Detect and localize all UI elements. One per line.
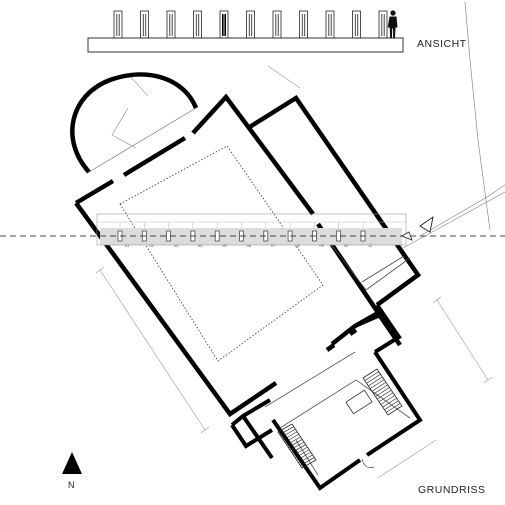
stairs-west bbox=[277, 423, 317, 469]
elevation-view bbox=[87, 10, 404, 53]
stair-step bbox=[300, 457, 315, 466]
stair-step bbox=[281, 428, 296, 438]
elevation-panel bbox=[325, 10, 335, 39]
stairs-east bbox=[362, 368, 403, 416]
panel-number: 10 bbox=[344, 243, 349, 248]
stair-step bbox=[284, 434, 300, 443]
plan-label: GRUNDRISS bbox=[418, 484, 486, 496]
elevation-panel bbox=[140, 10, 149, 39]
stair-step bbox=[382, 397, 397, 408]
stair-step bbox=[384, 400, 399, 410]
stair-step bbox=[282, 431, 298, 440]
site-lines bbox=[402, 1, 505, 249]
stair-step bbox=[298, 454, 313, 464]
band-panel bbox=[214, 222, 220, 242]
apse-wall bbox=[70, 72, 199, 174]
person-figure-icon bbox=[387, 10, 398, 39]
door-swing bbox=[361, 458, 375, 468]
band-panel bbox=[166, 222, 171, 242]
band-panel bbox=[263, 222, 269, 242]
elevation-base bbox=[87, 37, 404, 53]
stair-step bbox=[373, 384, 388, 395]
floor-plan bbox=[70, 72, 423, 491]
stair-step bbox=[294, 449, 310, 458]
elevation-panel bbox=[166, 10, 176, 39]
elevation-panel bbox=[219, 10, 229, 39]
band-panel bbox=[360, 222, 366, 242]
stair-step bbox=[286, 436, 301, 446]
east-wing-wall bbox=[246, 94, 422, 307]
stair-step bbox=[380, 395, 396, 405]
band-panel bbox=[141, 222, 147, 242]
band-panel bbox=[239, 222, 244, 242]
stair-step bbox=[371, 381, 387, 392]
stair-step bbox=[369, 379, 385, 389]
stair-step bbox=[364, 371, 379, 381]
panel-number: 06 bbox=[247, 243, 252, 248]
dimension-lines bbox=[95, 65, 493, 479]
elevation-panel bbox=[193, 10, 202, 39]
elevation-label: ANSICHT bbox=[417, 38, 467, 50]
elevation-panel bbox=[246, 10, 255, 39]
stair-step bbox=[293, 446, 308, 456]
landing-box bbox=[345, 389, 373, 415]
stair-step bbox=[279, 426, 294, 435]
panel-number: 04 bbox=[198, 243, 203, 248]
band-panel bbox=[312, 222, 317, 242]
panel-number: 01 bbox=[125, 243, 130, 248]
elevation-panel bbox=[113, 10, 123, 39]
stair-step bbox=[368, 376, 383, 387]
stair-step bbox=[386, 403, 401, 413]
panel-number: 11 bbox=[368, 243, 373, 248]
stair-step bbox=[296, 452, 312, 461]
panel-number: 07 bbox=[271, 243, 276, 248]
panel-number: 08 bbox=[295, 243, 300, 248]
entrance-arrow-icon bbox=[419, 215, 434, 233]
panel-number: 03 bbox=[174, 243, 179, 248]
stair-step bbox=[289, 441, 305, 451]
panel-band: 01 02 03 04 05 06 07 08 09 10 11 bbox=[96, 213, 407, 248]
elevation-panel bbox=[299, 10, 308, 39]
north-arrow-icon bbox=[62, 452, 82, 474]
band-panel bbox=[190, 222, 196, 242]
stair-step bbox=[288, 439, 303, 448]
north-label: N bbox=[68, 480, 75, 490]
panel-number: 05 bbox=[222, 243, 227, 248]
elevation-panel bbox=[352, 10, 361, 39]
panel-number: 02 bbox=[149, 243, 154, 248]
stair-step bbox=[375, 387, 390, 397]
elevation-panels bbox=[113, 10, 388, 39]
band-panel bbox=[287, 222, 293, 242]
main-hall-wall bbox=[74, 93, 402, 418]
band-panel bbox=[336, 222, 342, 242]
stair-step bbox=[291, 444, 306, 453]
stair-step bbox=[378, 392, 394, 403]
elevation-panel bbox=[378, 10, 388, 39]
panel-number: 09 bbox=[319, 243, 324, 248]
elevation-panel bbox=[272, 10, 282, 39]
stair-step bbox=[377, 389, 392, 400]
dotted-zone bbox=[119, 145, 324, 362]
stair-step bbox=[366, 374, 381, 384]
band-panel bbox=[117, 222, 123, 242]
